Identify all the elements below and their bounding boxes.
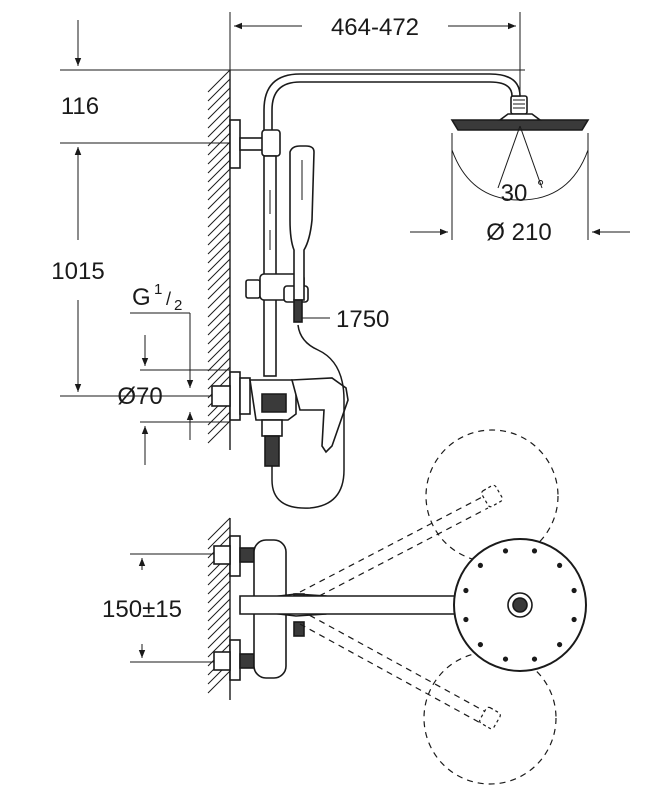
wall-hatch-line — [207, 339, 231, 363]
dimension-head-diameter: Ø 210 — [410, 133, 630, 246]
spray-angle-label: 30 — [501, 180, 528, 207]
wall-hatch-line — [207, 420, 231, 444]
wall-hatch-line — [207, 105, 231, 129]
escutcheon-label: Ø70 — [117, 383, 162, 410]
wall-hatch-line — [207, 294, 231, 318]
nozzle-dot — [571, 616, 577, 623]
mixer-side — [211, 324, 349, 509]
svg-text:/: / — [166, 289, 171, 309]
wall-hatch-line — [207, 589, 231, 613]
dimension-hose: 1750 — [300, 306, 389, 333]
wall-hatch-line — [207, 330, 231, 354]
wall-hatch-line — [207, 87, 231, 111]
wall-hatch-line — [207, 96, 231, 120]
wall-hatch-line — [207, 285, 231, 309]
wall-hatch-line — [207, 141, 231, 165]
thread-label-main: G — [132, 284, 151, 311]
wall-hatch-line — [207, 616, 231, 640]
wall-hatch-line — [207, 321, 231, 345]
wall-hatch-line — [207, 168, 231, 192]
wall-hatch-line — [207, 150, 231, 174]
nozzle-dot — [531, 548, 538, 554]
wall-hatch-line — [207, 222, 231, 246]
thread-label-denominator: 2 — [174, 297, 182, 314]
wall-hatch-line — [207, 69, 231, 93]
wall-hatch-line — [207, 526, 231, 550]
wall-hatch-line — [207, 186, 231, 210]
wall-hatch-line — [207, 357, 231, 381]
wall-hatch-line — [207, 607, 231, 631]
dimension-arm-width: 464-472 — [229, 12, 521, 100]
shower-head-top — [239, 429, 587, 785]
height-label: 1015 — [51, 258, 104, 285]
nozzle-dot — [463, 616, 469, 623]
wall-hatch-line — [207, 123, 231, 147]
wall-hatch-line — [207, 249, 231, 273]
wall-hatch-line — [207, 213, 231, 237]
head-diameter-label: Ø 210 — [486, 219, 551, 246]
wall-hatch-line — [207, 348, 231, 372]
nozzle-dot — [477, 562, 484, 569]
wall-hatch-line — [207, 78, 231, 102]
center-distance-label: 150±15 — [102, 596, 182, 623]
nozzle-dot — [571, 587, 577, 594]
nozzle-dot — [556, 641, 563, 648]
degree-symbol: ° — [537, 177, 544, 197]
shower-riser-side — [229, 73, 521, 377]
wall-hatch-line — [207, 159, 231, 183]
wall-hatch-line — [207, 312, 231, 336]
wall-hatch-line — [207, 634, 231, 658]
wall-hatch-line — [207, 204, 231, 228]
wall-hatch-line — [207, 114, 231, 138]
wall-hatch-line — [207, 562, 231, 586]
wall-hatch-line — [207, 580, 231, 604]
wall-hatch-line — [207, 303, 231, 327]
wall-hatch-line — [207, 240, 231, 264]
wall-hatch-line — [207, 670, 231, 694]
wall-hatch-line — [207, 571, 231, 595]
wall-hatch-line — [207, 258, 231, 282]
thread-label-numerator: 1 — [154, 281, 162, 298]
wall-hatch-line — [207, 598, 231, 622]
nozzle-dot — [477, 641, 484, 648]
dimension-height: 1015 — [51, 142, 235, 397]
nozzle-dot — [556, 562, 563, 569]
wall-hatch-line — [207, 625, 231, 649]
nozzle-dot — [463, 587, 469, 594]
shower-head-side: 30 ° — [450, 95, 590, 207]
wall-hatch-line — [207, 276, 231, 300]
wall-hatch-line — [207, 195, 231, 219]
wall-hatch-line — [207, 132, 231, 156]
wall-hatch-line — [207, 177, 231, 201]
top-offset-label: 116 — [61, 93, 99, 120]
arm-width-label: 464-472 — [331, 14, 419, 41]
dimension-escutcheon: Ø70 — [117, 335, 230, 465]
dimension-connection-thread: G 1 / 2 — [130, 281, 194, 440]
nozzle-dot — [531, 656, 538, 662]
nozzle-dot — [502, 656, 509, 662]
nozzle-dot — [502, 548, 509, 554]
wall-hatch-line — [207, 411, 231, 435]
hose-length-label: 1750 — [336, 306, 389, 333]
wall-hatch-line — [207, 517, 231, 541]
wall-hatch-line — [207, 231, 231, 255]
wall-hatch-line — [207, 267, 231, 291]
